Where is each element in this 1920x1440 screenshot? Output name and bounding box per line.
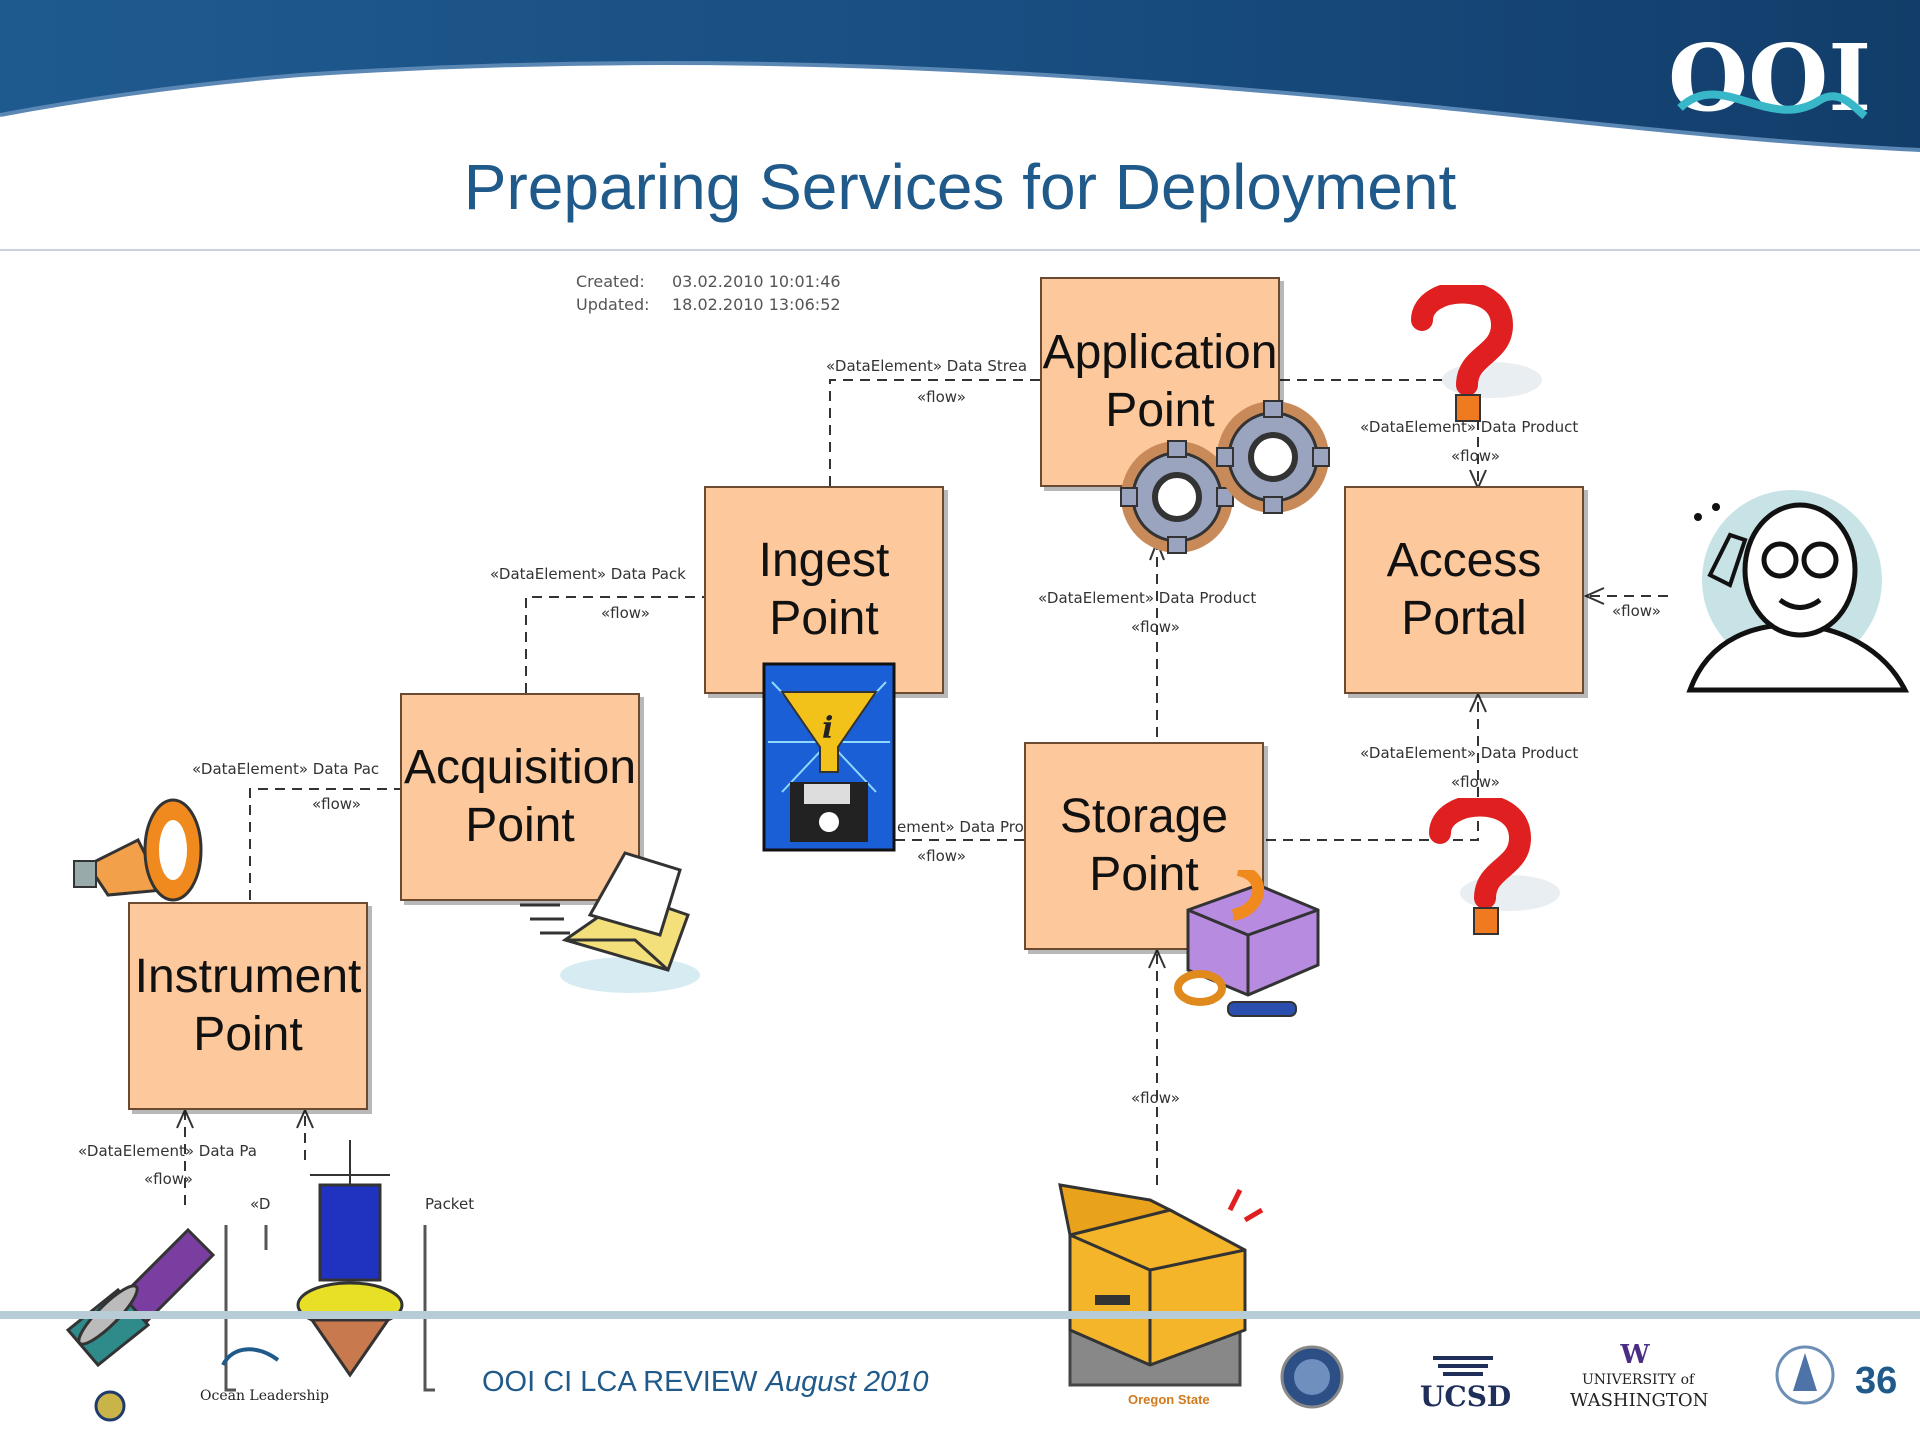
edge-label-ingest-storage: ement» Data Pro (897, 818, 1024, 836)
node-storage-line1: Storage (1059, 790, 1229, 843)
node-application-line1: Application (1042, 326, 1278, 379)
ucsd-wave-icon (1433, 1356, 1493, 1376)
created-label: Created: (576, 272, 645, 291)
edge-stereo-ingest-application: «flow» (917, 388, 966, 406)
node-access-line2: Portal (1401, 592, 1527, 645)
envelope-icon (520, 851, 700, 993)
edge-label-acquisition-ingest: «DataElement» Data Pack (490, 565, 686, 583)
created-value: 03.02.2010 10:01:46 (672, 272, 841, 291)
open-box-icon (1058, 1183, 1264, 1387)
page-number: 36 (1855, 1360, 1898, 1402)
node-ingest-point: Ingest Point (704, 486, 944, 694)
scientist-icon (1686, 490, 1910, 693)
ocean-leadership-logo: Ocean Leadership (200, 1388, 329, 1404)
node-instrument-line1: Instrument (134, 950, 362, 1003)
svg-text:OOI: OOI (1668, 28, 1871, 128)
footer-label: OOI CI LCA REVIEW August 2010 (482, 1366, 928, 1399)
gears-icon (1120, 400, 1330, 554)
edge-stereo-instrument-acquisition: «flow» (312, 795, 361, 813)
edge-label-sensor-instrument: «DataElement» Data Pa (78, 1142, 257, 1160)
sensor-icon (65, 1227, 216, 1368)
svg-text:i: i (822, 711, 833, 746)
edge-label-application-storage: «DataElement» Data Product (1038, 589, 1257, 607)
seal-icon (1280, 1345, 1344, 1409)
question-mark-icon (1429, 798, 1560, 935)
edge-label-ingest-application: «DataElement» Data Strea (826, 357, 1028, 375)
edge-stereo-application-access: «flow» (1451, 447, 1500, 465)
edge-label-partial-d: «D (250, 1195, 271, 1213)
ooi-logo: OOI (1660, 24, 1880, 132)
slide-title: Preparing Services for Deployment (463, 151, 1457, 223)
edge-stereo-storage-access: «flow» (1451, 773, 1500, 791)
uw-mark: W (1620, 1340, 1650, 1370)
node-application-line2: Point (1105, 384, 1215, 437)
footer-date: August 2010 (765, 1366, 929, 1398)
node-storage-point: Storage Point (1024, 742, 1264, 950)
megaphone-icon (73, 798, 203, 902)
node-access-portal: Access Portal (1344, 486, 1584, 694)
edge-stereo-sensor-instrument: «flow» (144, 1170, 193, 1188)
footer-rule (0, 1311, 1920, 1319)
edge-stereo-acquisition-ingest: «flow» (601, 604, 650, 622)
edge-label-storage-repository: «flow» (1131, 1089, 1180, 1107)
edge-label-partial-packet: Packet (425, 1195, 475, 1213)
edge-stereo-ingest-storage: «flow» (917, 847, 966, 865)
node-storage-line2: Point (1089, 848, 1199, 901)
edge-label-user-access: «flow» (1612, 602, 1661, 620)
edge-label-application-access: «DataElement» Data Product (1360, 418, 1579, 436)
node-access-line1: Access (1386, 534, 1542, 587)
edge-storage-access (1266, 694, 1479, 841)
question-mark-icon (1411, 285, 1542, 422)
edge-stereo-application-storage: «flow» (1131, 618, 1180, 636)
node-acquisition-line1: Acquisition (403, 741, 637, 794)
node-ingest-line2: Point (769, 592, 879, 645)
funnel-disk-icon: i (762, 662, 896, 852)
ocean-leadership-wave-icon (221, 1347, 280, 1367)
uw-logo-top: UNIVERSITY of (1582, 1372, 1695, 1388)
node-instrument-line2: Point (193, 1008, 303, 1061)
node-acquisition-point: Acquisition Point (400, 693, 640, 901)
toolbox-icon (1174, 870, 1320, 1017)
edge-label-storage-access: «DataElement» Data Product (1360, 744, 1579, 762)
edge-label-instrument-acquisition: «DataElement» Data Pac (192, 760, 380, 778)
updated-label: Updated: (576, 295, 650, 314)
header-banner (0, 0, 1920, 251)
consortium-seal-icon (94, 1390, 126, 1422)
whoi-seal-icon (1775, 1345, 1835, 1405)
uw-logo-bottom: WASHINGTON (1570, 1390, 1709, 1411)
edge-ingest-application (829, 379, 1040, 486)
edge-instrument-acquisition (249, 788, 400, 900)
node-acquisition-line2: Point (465, 799, 575, 852)
buoy-icon (296, 1140, 404, 1378)
footer-review-label: OOI CI LCA REVIEW (482, 1366, 758, 1398)
oregon-state-logo: Oregon State (1128, 1392, 1210, 1407)
node-ingest-line1: Ingest (758, 534, 890, 587)
ucsd-logo: UCSD (1420, 1380, 1512, 1413)
node-instrument-point: Instrument Point (128, 902, 368, 1110)
updated-value: 18.02.2010 13:06:52 (672, 295, 841, 314)
